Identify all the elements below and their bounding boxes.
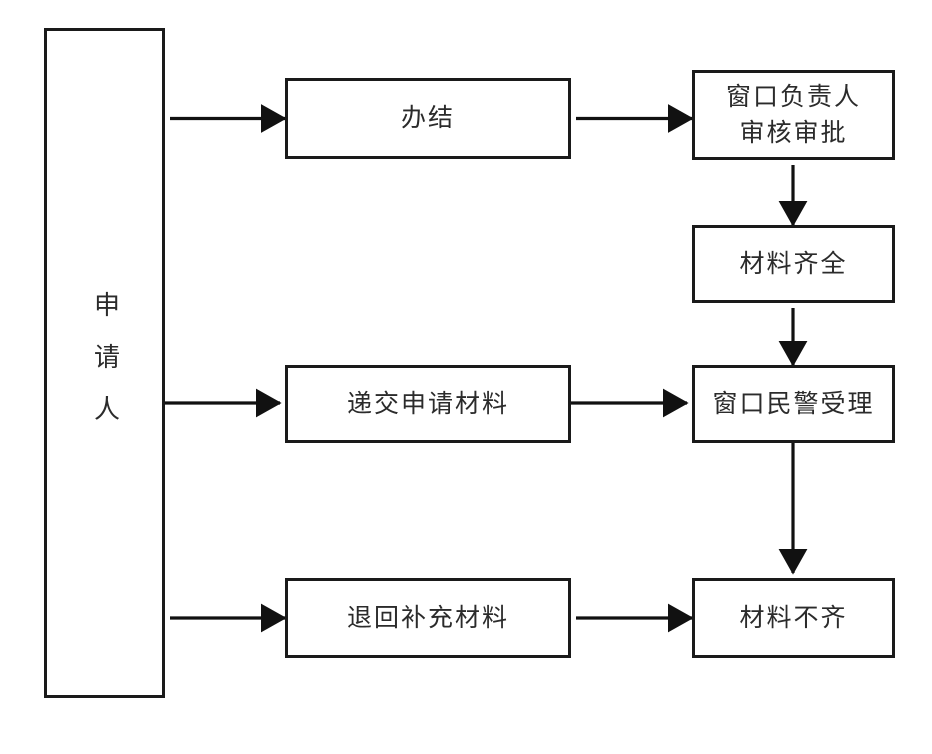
node-officer-accept-label: 窗口民警受理 [712, 388, 875, 418]
node-materials-complete-label: 材料齐全 [739, 248, 848, 278]
node-done[interactable]: 办结 [285, 78, 571, 159]
node-submit-materials[interactable]: 递交申请材料 [285, 365, 571, 443]
node-materials-incomplete-label: 材料不齐 [739, 602, 848, 632]
node-approval-label: 窗口负责人 审核审批 [725, 81, 861, 147]
node-materials-complete[interactable]: 材料齐全 [692, 225, 895, 303]
node-officer-accept[interactable]: 窗口民警受理 [692, 365, 895, 443]
node-approval[interactable]: 窗口负责人 审核审批 [692, 70, 895, 160]
node-return-for-supplement[interactable]: 退回补充材料 [285, 578, 571, 658]
node-materials-incomplete[interactable]: 材料不齐 [692, 578, 895, 658]
node-applicant[interactable]: 申请人 [44, 28, 165, 698]
node-applicant-label: 申请人 [89, 291, 120, 447]
node-submit-materials-label: 递交申请材料 [346, 388, 509, 418]
node-return-for-supplement-label: 退回补充材料 [346, 602, 509, 632]
node-done-label: 办结 [400, 103, 455, 133]
